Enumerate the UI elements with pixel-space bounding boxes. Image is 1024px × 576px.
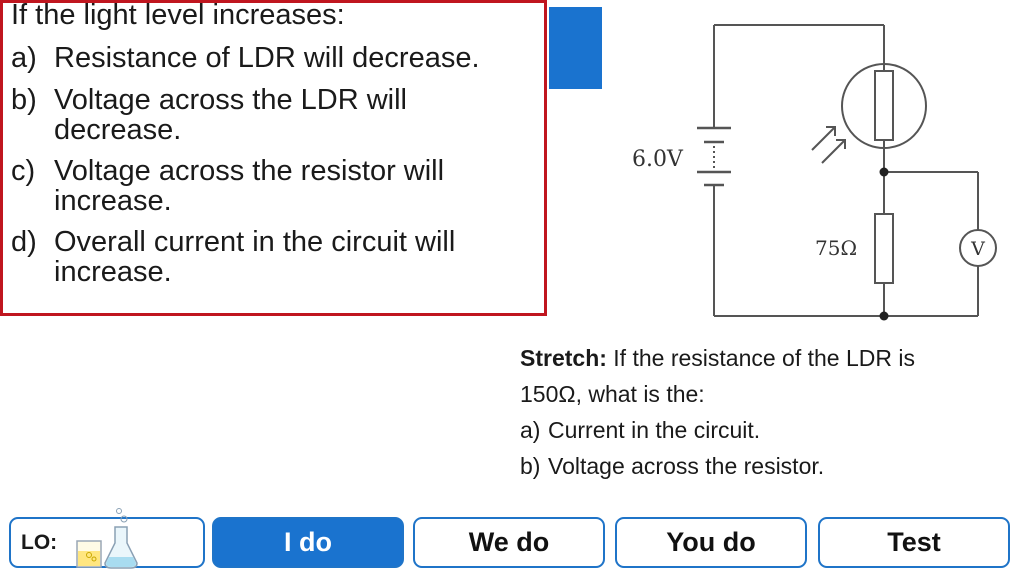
flask-liquid [106,557,136,567]
stretch-item-text: Current in the circuit. [548,417,761,443]
item-text-cont: increase. [54,256,172,288]
item-label: a) [11,42,37,74]
item-text: Resistance of LDR will decrease. [54,42,480,74]
item-text-cont: increase. [54,185,172,217]
stretch-intro-1: If the resistance of the LDR is [613,345,915,371]
junction-top [879,167,889,177]
voltmeter-label: V [970,238,985,260]
accent-bar [549,7,602,89]
stretch-heading: Stretch: [520,345,607,371]
item-label: d) [11,226,37,258]
stretch-item-b: b) Voltage across the resistor. [520,448,1000,484]
flask-icon [76,508,138,569]
beaker-liquid [78,551,100,566]
ldr-circle [841,63,927,149]
resistor-label: 75Ω [815,236,857,260]
item-text-cont: decrease. [54,114,182,146]
nav-button-test[interactable]: Test [818,517,1010,568]
stretch-intro-2: 150Ω, what is the: [520,381,705,407]
stretch-item-a: a) Current in the circuit. [520,412,1000,448]
item-label: b) [11,84,37,116]
item-label: c) [11,155,36,187]
light-arrow-1 [811,126,836,151]
lo-box[interactable]: LO: [9,508,205,569]
light-arrow-1-head [826,126,836,136]
item-text: Voltage across the LDR will [54,84,407,116]
nav-button-we-do[interactable]: We do [413,517,605,568]
light-arrow-2 [821,139,846,164]
question-box: If the light level increases: a) Resista… [0,0,547,316]
stretch-row-1: Stretch: If the resistance of the LDR is [520,340,1000,376]
resistor-body [874,213,894,284]
item-text: Overall current in the circuit will [54,226,456,258]
battery-label: 6.0V [632,147,684,172]
nav-button-i-do[interactable]: I do [212,517,404,568]
circuit-diagram: 6.0V 75Ω V [632,24,997,321]
stretch-task: Stretch: If the resistance of the LDR is… [520,340,1000,484]
stretch-item-label: a) [520,417,541,443]
nav-button-you-do[interactable]: You do [615,517,807,568]
stretch-row-2: 150Ω, what is the: [520,376,1000,412]
stretch-item-text: Voltage across the resistor. [548,453,825,479]
item-text: Voltage across the resistor will [54,155,445,187]
ldr-body [874,70,894,141]
voltmeter-circle [959,229,997,267]
stretch-item-label: b) [520,453,541,479]
lo-label: LO: [21,531,58,554]
question-title: If the light level increases: [11,0,345,31]
junction-bottom [879,311,889,321]
light-arrow-2-head [836,139,846,149]
